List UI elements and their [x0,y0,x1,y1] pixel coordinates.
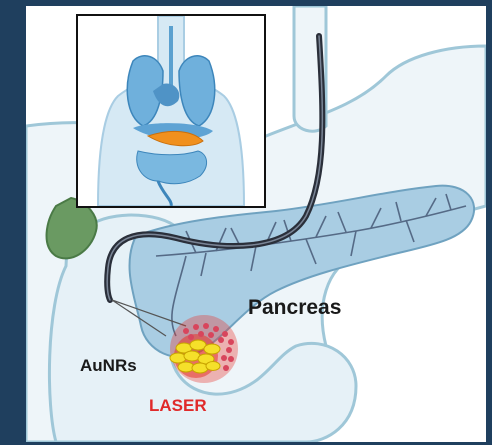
aunrs-label: AuNRs [80,356,137,376]
illustration-panel: Pancreas AuNRs LASER [26,6,486,442]
human-torso-organs-icon [78,16,264,206]
inset-torso [76,14,266,208]
laser-label: LASER [149,396,207,416]
pancreas-label: Pancreas [248,296,341,320]
